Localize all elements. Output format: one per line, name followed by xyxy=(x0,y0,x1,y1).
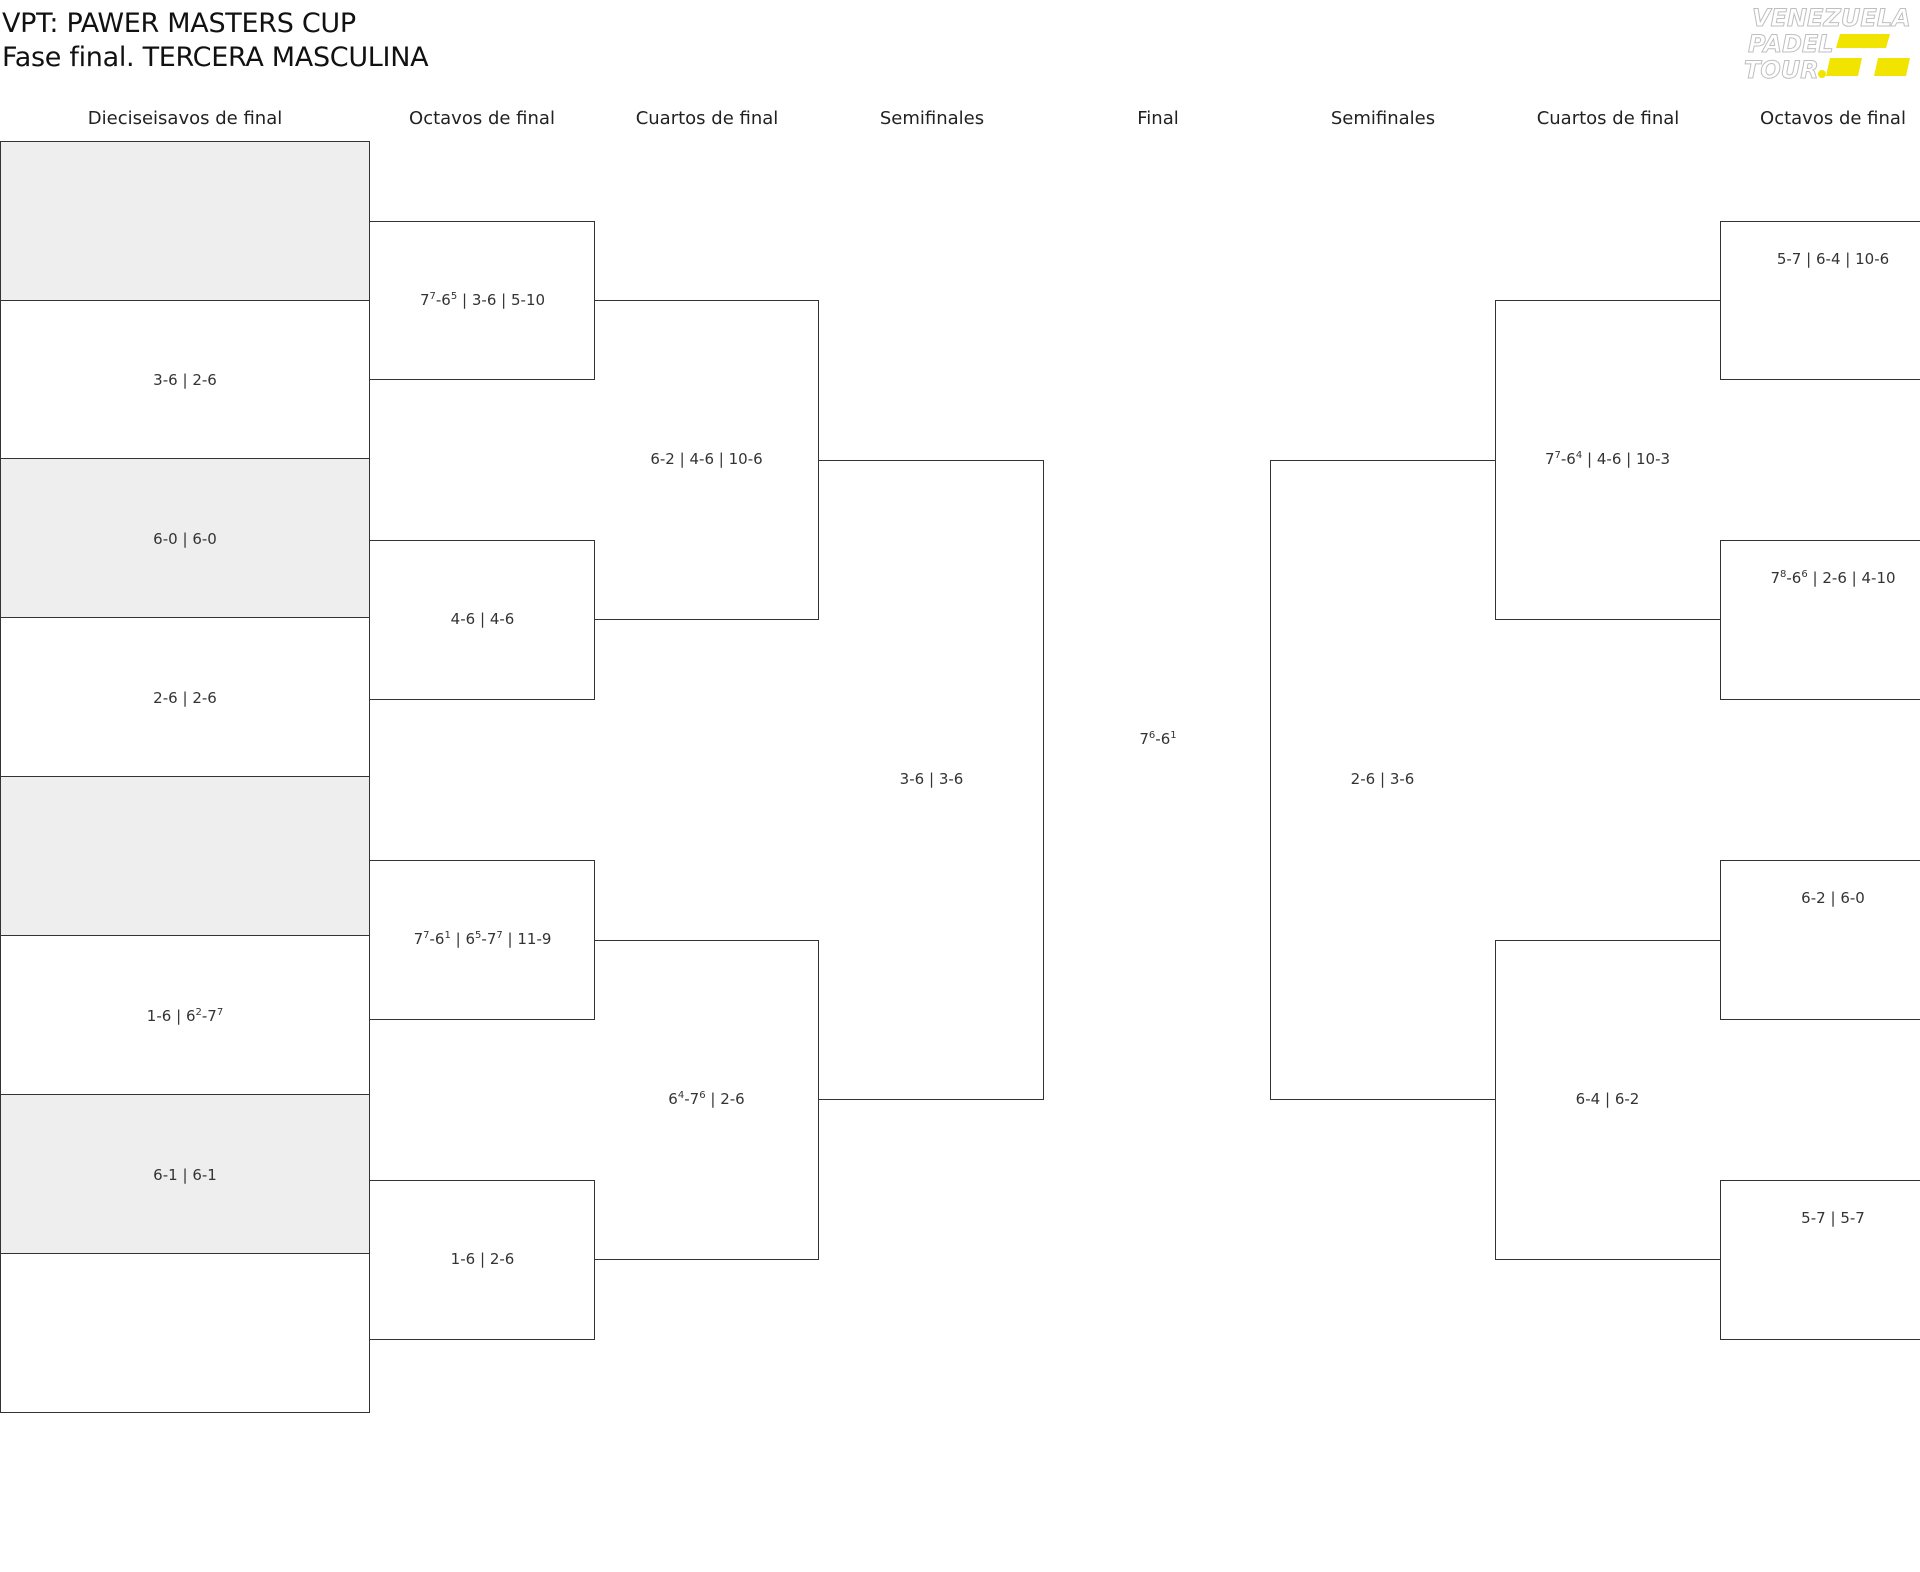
match-score: 4-6 | 4-6 xyxy=(450,610,515,628)
round-header-2: Cuartos de final xyxy=(635,108,779,129)
r32-match-box xyxy=(0,1254,370,1413)
match-score: 6-2 | 6-0 xyxy=(1801,889,1865,907)
bracket-connector xyxy=(1270,460,1495,1100)
round-header-7: Octavos de final xyxy=(1760,108,1906,129)
r32-match-box xyxy=(0,141,370,301)
r32-match-box xyxy=(0,777,370,936)
round-header-6: Cuartos de final xyxy=(1536,108,1680,129)
round-header-1: Octavos de final xyxy=(409,108,555,129)
match-score: 77-65 | 3-6 | 5-10 xyxy=(419,290,546,309)
bracket-connector xyxy=(594,300,819,620)
page-subtitle: Fase final. TERCERA MASCULINA xyxy=(2,42,429,73)
bracket-connector xyxy=(1720,1180,1920,1340)
r32-match-box xyxy=(0,1095,370,1254)
match-score: 1-6 | 2-6 xyxy=(450,1250,515,1268)
match-score: 6-2 | 4-6 | 10-6 xyxy=(650,450,763,468)
venezuela-padel-tour-logo: VENEZUELA PADEL TOUR xyxy=(1744,4,1912,83)
match-score: 3-6 | 2-6 xyxy=(153,371,217,389)
bracket-connector xyxy=(594,940,819,1260)
bracket-connector xyxy=(819,460,1044,1100)
match-score: 5-7 | 6-4 | 10-6 xyxy=(1776,250,1890,268)
round-header-5: Semifinales xyxy=(1330,108,1436,129)
match-score: 1-6 | 62-77 xyxy=(146,1007,224,1025)
match-score: 77-64 | 4-6 | 10-3 xyxy=(1544,450,1671,468)
r32-match-box xyxy=(0,936,370,1095)
match-score: 6-1 | 6-1 xyxy=(153,1166,217,1184)
bracket-connector xyxy=(1495,300,1720,620)
bracket-connector xyxy=(370,1180,595,1340)
match-score: 64-76 | 2-6 xyxy=(668,1090,745,1108)
match-score: 2-6 | 2-6 xyxy=(153,689,217,707)
round-header-4: Final xyxy=(1137,108,1179,129)
match-score: 78-66 | 2-6 | 4-10 xyxy=(1770,569,1896,587)
r32-match-box xyxy=(0,618,370,777)
svg-text:PADEL: PADEL xyxy=(1748,30,1834,58)
bracket-connector xyxy=(1720,860,1920,1020)
match-score: 6-0 | 6-0 xyxy=(153,530,217,548)
r32-match-box xyxy=(0,300,370,459)
bracket-connector xyxy=(1720,221,1920,380)
match-score: 5-7 | 5-7 xyxy=(1801,1209,1865,1227)
match-score: 2-6 | 3-6 xyxy=(1350,770,1415,788)
bracket-connector xyxy=(1720,540,1920,700)
match-score: 6-4 | 6-2 xyxy=(1575,1090,1640,1108)
match-score: 77-61 | 65-77 | 11-9 xyxy=(413,930,552,948)
match-score: 3-6 | 3-6 xyxy=(899,770,964,788)
round-header-0: Dieciseisavos de final xyxy=(87,108,283,129)
svg-text:TOUR: TOUR xyxy=(1744,56,1819,82)
r32-match-box xyxy=(0,459,370,618)
bracket-connector xyxy=(1495,940,1720,1260)
bracket-connector xyxy=(370,540,595,700)
round-header-3: Semifinales xyxy=(879,108,985,129)
svg-text:VENEZUELA: VENEZUELA xyxy=(1752,4,1911,32)
match-score: 76-61 xyxy=(1139,730,1177,748)
page-title: VPT: PAWER MASTERS CUP xyxy=(2,8,356,39)
